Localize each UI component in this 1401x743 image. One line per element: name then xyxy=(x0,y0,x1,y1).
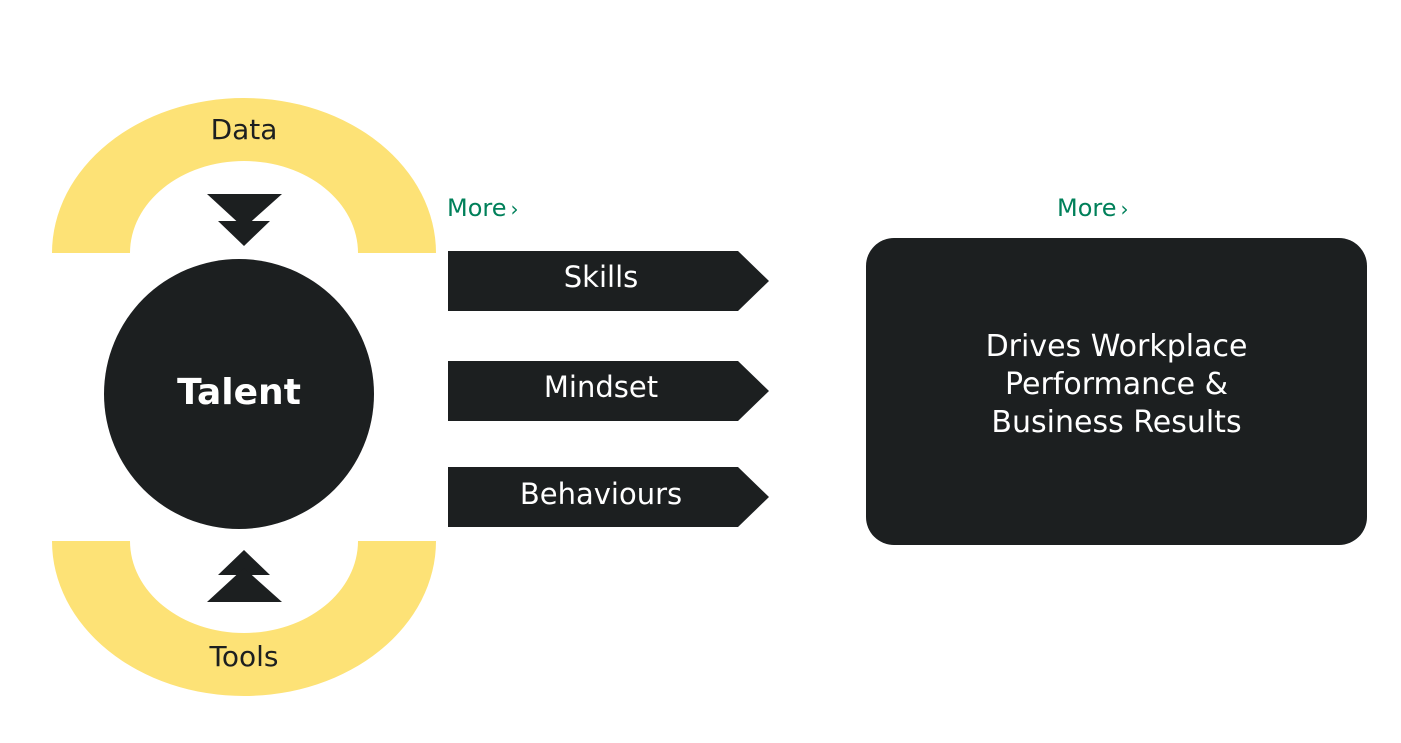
top-arc xyxy=(52,98,436,253)
arrow-shape-skills xyxy=(448,251,769,311)
bottom-arc xyxy=(52,541,436,696)
behaviours-label: Behaviours xyxy=(519,477,683,511)
chevron-right-icon: › xyxy=(1120,197,1129,221)
chevron-right-icon: › xyxy=(510,197,519,221)
arrow-shape-behaviours xyxy=(448,467,769,527)
double-chevron-down-icon xyxy=(207,194,282,246)
results-text: Drives Workplace Performance & Business … xyxy=(985,329,1248,440)
more-link-results[interactable]: More› xyxy=(1057,194,1129,222)
skills-label: Skills xyxy=(563,260,639,294)
talent-label: Talent xyxy=(177,372,301,413)
more-link-label: More xyxy=(1057,194,1117,222)
more-link-arrows[interactable]: More› xyxy=(447,194,519,222)
double-chevron-up-icon xyxy=(207,550,282,602)
mindset-label: Mindset xyxy=(543,370,659,404)
more-link-label: More xyxy=(447,194,507,222)
arrow-shape-mindset xyxy=(448,361,769,421)
talent-circle xyxy=(104,259,374,529)
tools-label: Tools xyxy=(209,640,279,673)
data-label: Data xyxy=(210,113,278,146)
results-box: Drives Workplace Performance & Business … xyxy=(866,238,1367,545)
